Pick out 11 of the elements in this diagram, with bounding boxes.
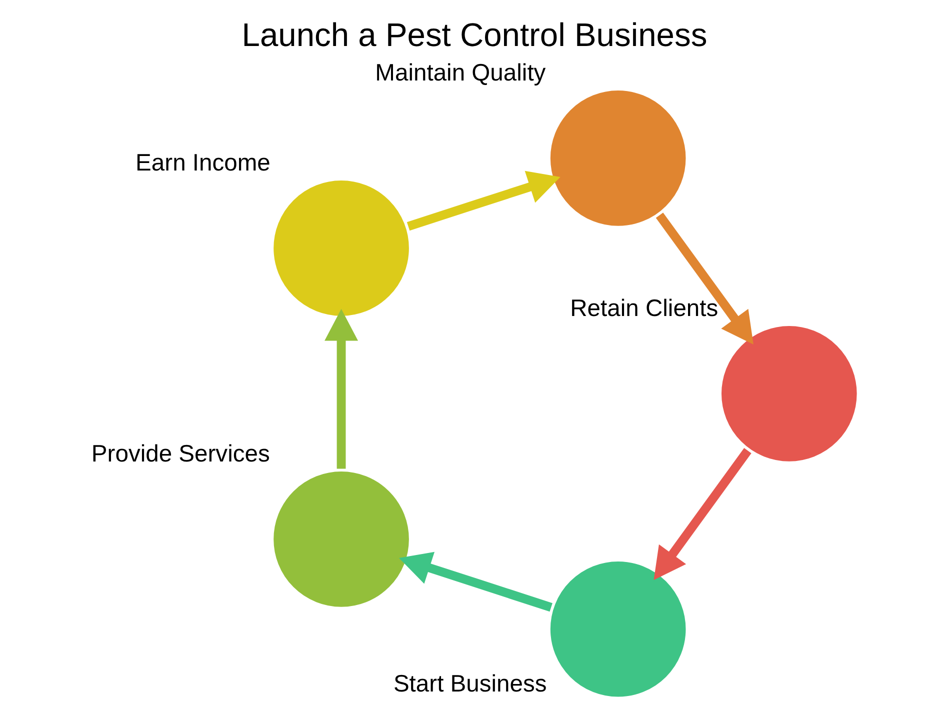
arrow (654, 448, 752, 580)
node-label: Start Business (393, 670, 547, 698)
node-label: Maintain Quality (375, 60, 546, 87)
node-label: Earn Income (136, 150, 270, 177)
arrow (656, 212, 754, 345)
arrow (399, 552, 552, 612)
node-label: Retain Clients (570, 295, 718, 322)
node-label: Provide Services (91, 440, 270, 468)
arrow (406, 170, 560, 231)
arrow (324, 308, 358, 469)
diagram-title: Launch a Pest Control Business (242, 16, 708, 54)
